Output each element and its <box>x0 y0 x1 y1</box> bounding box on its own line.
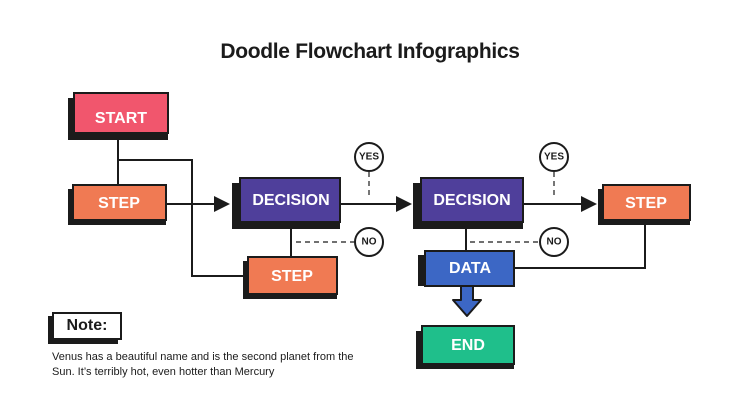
tag-no-1-label: NO <box>362 237 377 248</box>
tag-no-2: NO <box>539 227 569 257</box>
dashed-guides <box>296 172 555 243</box>
tag-yes-2-label: YES <box>544 152 564 163</box>
node-step-2-label: STEP <box>271 268 313 285</box>
data-down-arrow <box>452 285 482 317</box>
node-decision-1[interactable]: DECISION <box>232 177 341 229</box>
node-step-3-label: STEP <box>625 195 667 212</box>
node-step-2[interactable]: STEP <box>243 256 338 299</box>
node-start-label: START <box>95 110 147 127</box>
tag-no-2-label: NO <box>547 237 562 248</box>
connector-step3-to-data <box>515 219 646 269</box>
node-step-3[interactable]: STEP <box>598 184 691 225</box>
node-end-label: END <box>451 337 485 354</box>
connectors <box>117 140 646 277</box>
node-data[interactable]: DATA <box>418 250 515 317</box>
node-decision-1-label: DECISION <box>252 192 329 209</box>
node-step-1[interactable]: STEP <box>68 184 167 225</box>
page-title: Doodle Flowchart Infographics <box>220 40 520 63</box>
tag-yes-2: YES <box>539 142 569 172</box>
connector-start-to-step2 <box>118 159 247 277</box>
note-title: Note: <box>66 317 108 334</box>
tag-no-1: NO <box>354 227 384 257</box>
node-decision-2[interactable]: DECISION <box>413 177 524 229</box>
node-step-1-label: STEP <box>98 195 140 212</box>
tag-yes-1: YES <box>354 142 384 172</box>
note-text: Venus has a beautiful name and is the se… <box>52 351 354 378</box>
tag-yes-1-label: YES <box>359 152 379 163</box>
node-start[interactable]: START <box>68 92 169 140</box>
node-decision-2-label: DECISION <box>433 192 510 209</box>
node-data-label: DATA <box>449 260 492 277</box>
node-end[interactable]: END <box>416 325 515 369</box>
note-box: Note: <box>52 312 122 340</box>
